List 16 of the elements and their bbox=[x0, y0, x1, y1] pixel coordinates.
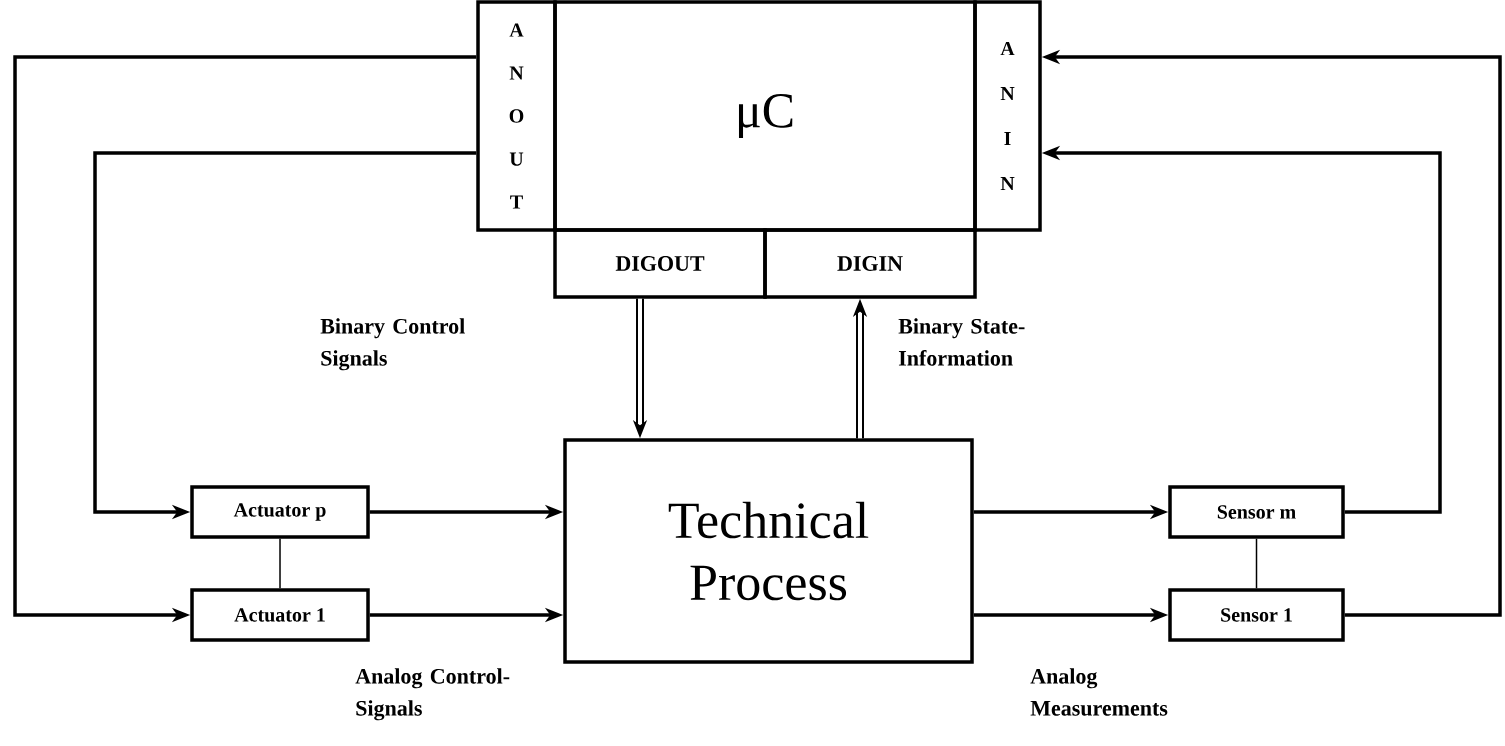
sensor-box: Sensor 1 bbox=[1168, 588, 1345, 642]
process-box: Technical Process bbox=[563, 438, 974, 664]
port-box: A N O U T bbox=[476, 0, 557, 232]
signal-label: Analog Measurements bbox=[1030, 668, 1168, 716]
signal-label: Binary Control Signals bbox=[320, 318, 465, 371]
signal-label: Binary State-Information bbox=[898, 318, 1025, 366]
signal-label: Analog Control-Signals bbox=[355, 668, 510, 721]
actuator-box: Actuator 1 bbox=[190, 588, 370, 642]
sensor-box: Sensor m bbox=[1168, 485, 1345, 539]
connector-line bbox=[1255, 538, 1258, 589]
port-box: A N I N bbox=[973, 0, 1042, 232]
connector-line bbox=[279, 538, 281, 589]
actuator-box: Actuator p bbox=[190, 485, 370, 539]
microcontroller-box: μC bbox=[553, 0, 977, 232]
port-box: DIGOUT bbox=[553, 228, 767, 299]
port-box: DIGIN bbox=[763, 228, 977, 299]
